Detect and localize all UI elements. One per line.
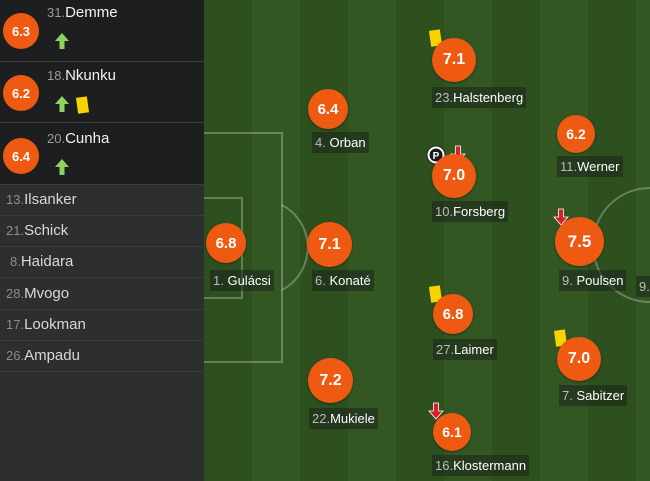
player-label: 10.Forsberg	[432, 201, 509, 222]
player-number: 18.	[47, 68, 66, 83]
substitute-row[interactable]: 6.3 31.Demme	[0, 0, 204, 62]
player-number: 28.	[6, 286, 25, 301]
rating-badge: 7.0	[432, 154, 476, 198]
pitch-markings	[204, 0, 650, 481]
player-label: 27.Laimer	[433, 339, 497, 360]
bench-player-row[interactable]: 21.Schick	[0, 216, 204, 247]
rating-badge: 6.2	[3, 75, 39, 111]
player-name: Schick	[24, 222, 69, 239]
player-number: 8.	[10, 254, 21, 269]
rating-badge: 6.8	[433, 294, 473, 334]
player-name: Mvogo	[24, 285, 70, 302]
svg-text:P: P	[433, 151, 440, 162]
rating-badge: 6.1	[433, 413, 471, 451]
partial-player-label: 9.	[636, 276, 650, 297]
rating-badge: 6.8	[206, 223, 246, 263]
rating-badge: 6.2	[557, 115, 595, 153]
player-name: Haidara	[20, 253, 74, 270]
player-number: 26.	[6, 348, 25, 363]
player-label: 23.Halstenberg	[432, 87, 527, 108]
player-label: 4. Orban	[312, 132, 369, 153]
sub-in-arrow-icon	[55, 96, 69, 112]
player-label: 16.Klostermann	[432, 455, 530, 476]
substitutes-panel: 6.3 31.Demme 6.2 18.Nkunku 6.4 20.Cunha …	[0, 0, 204, 481]
rating-badge: 6.4	[3, 138, 39, 174]
player-name: Nkunku	[65, 67, 116, 84]
rating-badge: 6.3	[3, 13, 39, 49]
player-label: 7. Sabitzer	[559, 385, 628, 406]
sub-out-arrow-icon	[428, 402, 444, 420]
player-number: 20.	[47, 131, 66, 146]
pitch: 6.8 1. Gulácsi 6.4 4. Orban 7.1 6. Konat…	[204, 0, 650, 481]
player-label: 9. Poulsen	[559, 270, 627, 291]
substitute-row[interactable]: 6.4 20.Cunha	[0, 123, 204, 185]
player-name: Ilsanker	[24, 191, 77, 208]
rating-badge: 6.4	[308, 89, 348, 129]
substitute-row[interactable]: 6.2 18.Nkunku	[0, 62, 204, 123]
bench-player-row[interactable]: 17.Lookman	[0, 310, 204, 341]
player-label: 6. Konaté	[312, 270, 374, 291]
player-label: 11.Werner	[557, 156, 623, 177]
player-number: 17.	[6, 317, 25, 332]
player-number: 31.	[47, 5, 66, 20]
player-number: 21.	[6, 223, 25, 238]
bench-player-row[interactable]: 26.Ampadu	[0, 341, 204, 372]
bench-player-row[interactable]: 28.Mvogo	[0, 279, 204, 310]
rating-badge: 7.0	[557, 337, 601, 381]
sub-in-arrow-icon	[55, 159, 69, 175]
bench-player-row[interactable]: 13.Ilsanker	[0, 185, 204, 216]
player-name: Ampadu	[24, 347, 80, 364]
rating-badge: 7.1	[307, 222, 352, 267]
player-name: Cunha	[65, 130, 110, 147]
sub-in-arrow-icon	[55, 33, 69, 49]
player-label: 1. Gulácsi	[210, 270, 274, 291]
yellow-card-icon	[76, 96, 90, 114]
player-number: 13.	[6, 192, 25, 207]
player-label: 22.Mukiele	[309, 408, 378, 429]
rating-badge: 7.1	[432, 38, 476, 82]
bench-player-row[interactable]: 8.Haidara	[0, 247, 204, 278]
player-name: Demme	[65, 4, 118, 21]
player-name: Lookman	[24, 316, 86, 333]
rating-badge: 7.2	[308, 358, 353, 403]
rating-badge: 7.5	[555, 217, 604, 266]
